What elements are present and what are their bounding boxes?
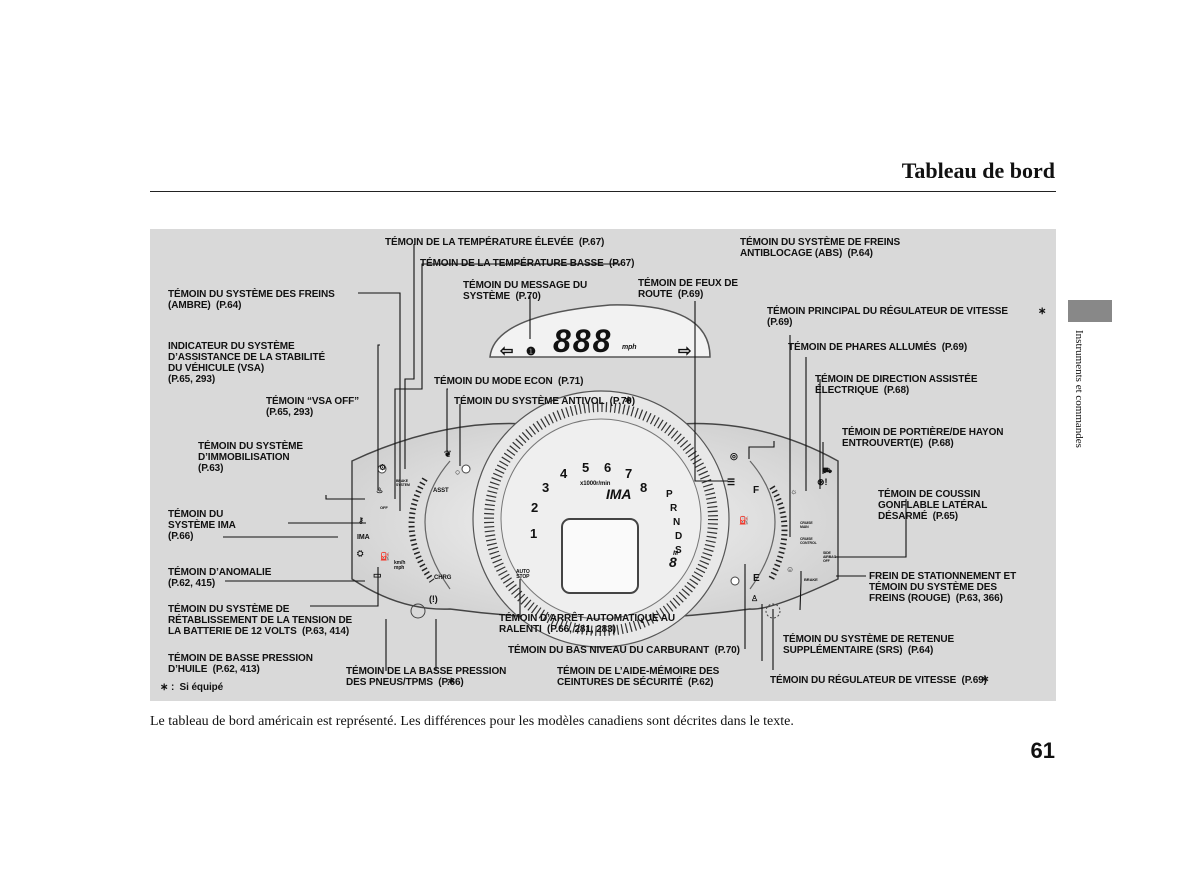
battery-icon: ▭ bbox=[373, 570, 382, 580]
tach-number-4: 4 bbox=[560, 466, 568, 481]
left-turn-arrow-icon: ⇦ bbox=[500, 343, 514, 360]
gear-m: M bbox=[673, 551, 678, 557]
cluster-drawing bbox=[223, 244, 907, 671]
section-tab bbox=[1068, 300, 1112, 322]
label-temp-high: TÉMOIN DE LA TEMPÉRATURE ÉLEVÉE (P.67) bbox=[385, 237, 605, 248]
side-airbag-off-icon: SIDE AIRBAG OFF bbox=[823, 551, 837, 563]
tach-number-8: 8 bbox=[640, 480, 648, 495]
label-road-lights: TÉMOIN DE FEUX DE ROUTE (P.69) bbox=[638, 278, 738, 300]
srs-icon: ☺ bbox=[786, 565, 795, 574]
label-brake-amber: TÉMOIN DU SYSTÈME DES FREINS (AMBRE) (P.… bbox=[168, 289, 335, 311]
vsa-icon: ⚙ bbox=[379, 463, 387, 472]
oil-can-icon: ⛽ bbox=[380, 552, 390, 561]
label-cruise: TÉMOIN DU RÉGULATEUR DE VITESSE (P.69) bbox=[770, 675, 987, 686]
fuel-pump-icon: ⛽ bbox=[739, 516, 749, 525]
fuel-empty-label: E bbox=[753, 573, 760, 584]
center-lcd bbox=[561, 518, 639, 594]
brake-icon: BRAKE bbox=[804, 577, 818, 582]
label-ima: TÉMOIN DU SYSTÈME IMA (P.66) bbox=[168, 509, 236, 542]
ima-badge: IMA bbox=[606, 486, 632, 502]
vsa-off-icon: OFF bbox=[380, 505, 388, 510]
label-abs: TÉMOIN DU SYSTÈME DE FREINS ANTIBLOCAGE … bbox=[740, 237, 901, 259]
label-message: TÉMOIN DU MESSAGE DU SYSTÈME (P.70) bbox=[463, 280, 588, 302]
label-econ: TÉMOIN DU MODE ECON (P.71) bbox=[434, 376, 584, 387]
tach-number-7: 7 bbox=[625, 466, 633, 481]
label-battery: TÉMOIN DU SYSTÈME DE RÉTABLISSEMENT DE L… bbox=[168, 604, 353, 637]
asterisk-antivol: ∗ bbox=[624, 395, 633, 406]
label-cruise-main: TÉMOIN PRINCIPAL DU RÉGULATEUR DE VITESS… bbox=[767, 306, 1008, 328]
gear-d: D bbox=[675, 531, 683, 542]
label-auto-stop: TÉMOIN D’ARRÊT AUTOMATIQUE AU RALENTI (P… bbox=[499, 613, 675, 635]
gear-s: S bbox=[675, 545, 682, 556]
display-digits: 888 bbox=[553, 323, 613, 359]
asterisk-tpms: ∗ bbox=[447, 676, 456, 687]
charge-label: CHRG bbox=[434, 575, 452, 581]
label-seatbelt: TÉMOIN DE L’AIDE-MÉMOIRE DES CEINTURES D… bbox=[557, 666, 720, 688]
cruise-main-icon: CRUISE MAIN bbox=[800, 521, 813, 529]
eps-icon: ⊛! bbox=[817, 477, 828, 487]
assist-label: ASST bbox=[433, 488, 449, 494]
label-immobilizer: TÉMOIN DU SYSTÈME D’IMMOBILISATION (P.63… bbox=[198, 441, 303, 474]
econ-leaf-icon: ❦ bbox=[444, 449, 452, 459]
label-tpms: TÉMOIN DE LA BASSE PRESSION DES PNEUS/TP… bbox=[346, 666, 507, 688]
title-rule bbox=[150, 191, 1056, 192]
instrument-panel-diagram: 888 mph ⇦ ⇨ ❶ 1 2 3 4 5 6 7 8 x1000r/min… bbox=[150, 229, 1056, 701]
label-vsa-off: TÉMOIN “VSA OFF” (P.65, 293) bbox=[266, 396, 360, 418]
tach-number-3: 3 bbox=[542, 480, 550, 495]
ima-warning-icon: IMA bbox=[357, 534, 370, 541]
security-indicator-icon: ○ bbox=[455, 467, 461, 477]
speed-unit-label: km/h mph bbox=[394, 560, 406, 571]
gear-n: N bbox=[673, 517, 681, 528]
upper-display bbox=[489, 304, 711, 358]
tach-number-6: 6 bbox=[604, 460, 612, 475]
immobilizer-key-icon: ⚷ bbox=[358, 516, 364, 525]
label-oil: TÉMOIN DE BASSE PRESSION D’HUILE (P.62, … bbox=[168, 653, 313, 675]
page-number: 61 bbox=[1030, 738, 1055, 763]
label-eps: TÉMOIN DE DIRECTION ASSISTÉE ÉLECTRIQUE … bbox=[815, 374, 978, 396]
auto-stop-icon: AUTO STOP bbox=[516, 569, 530, 580]
seatbelt-icon: ♙ bbox=[751, 594, 759, 603]
leader-lines bbox=[223, 244, 907, 671]
label-temp-low: TÉMOIN DE LA TEMPÉRATURE BASSE (P.67) bbox=[420, 258, 635, 269]
tach-number-1: 1 bbox=[530, 526, 538, 541]
abs-icon: ◎ bbox=[730, 451, 738, 461]
tach-number-2: 2 bbox=[531, 500, 539, 515]
label-vsa: INDICATEUR DU SYSTÈME D’ASSISTANCE DE LA… bbox=[168, 341, 326, 385]
label-malfunction: TÉMOIN D’ANOMALIE (P.62, 415) bbox=[168, 567, 272, 589]
figure-caption: Le tableau de bord américain est représe… bbox=[150, 714, 794, 729]
page-title: Tableau de bord bbox=[901, 158, 1055, 183]
label-side-airbag: TÉMOIN DE COUSSIN GONFLABLE LATÉRAL DÉSA… bbox=[878, 489, 988, 522]
gear-p: P bbox=[666, 489, 673, 500]
label-antivol: TÉMOIN DU SYSTÈME ANTIVOL (P.70) bbox=[454, 396, 635, 407]
asterisk-cruise: ∗ bbox=[981, 674, 990, 685]
label-low-fuel: TÉMOIN DU BAS NIVEAU DU CARBURANT (P.70) bbox=[508, 645, 740, 656]
asterisk-cruise-main: ∗ bbox=[1038, 306, 1047, 317]
footnote: ∗ : Si équipé bbox=[160, 682, 224, 693]
high-beam-icon: ☰ bbox=[727, 477, 735, 487]
gear-r: R bbox=[670, 503, 678, 514]
label-srs: TÉMOIN DU SYSTÈME DE RETENUE SUPPLÉMENTA… bbox=[783, 634, 955, 656]
label-door: TÉMOIN DE PORTIÈRE/DE HAYON ENTROUVERT(E… bbox=[842, 427, 1004, 449]
headlight-icon: ☼ bbox=[790, 487, 798, 496]
section-tab-label: Instruments et commandes bbox=[1073, 330, 1085, 448]
temperature-icon: ♨ bbox=[376, 486, 384, 495]
tpms-icon: (!) bbox=[429, 594, 438, 604]
display-unit: mph bbox=[622, 344, 637, 351]
label-headlights: TÉMOIN DE PHARES ALLUMÉS (P.69) bbox=[788, 342, 968, 353]
message-indicator-icon: ❶ bbox=[526, 346, 536, 358]
cruise-control-icon: CRUISE CONTROL bbox=[800, 537, 817, 545]
door-open-icon: ⛟ bbox=[822, 466, 832, 475]
label-parking-brake: FREIN DE STATIONNEMENT ET TÉMOIN DU SYST… bbox=[869, 571, 1017, 604]
tachometer-ticks bbox=[484, 402, 718, 636]
tach-unit: x1000r/min bbox=[580, 481, 611, 487]
gear-digit: 8 bbox=[669, 554, 677, 570]
brake-system-icon: BRAKE SYSTEM bbox=[396, 479, 410, 487]
fuel-full-label: F bbox=[753, 485, 760, 496]
engine-malfunction-icon: ⛭ bbox=[357, 549, 364, 558]
right-turn-arrow-icon: ⇨ bbox=[678, 343, 692, 360]
tach-number-5: 5 bbox=[582, 460, 590, 475]
